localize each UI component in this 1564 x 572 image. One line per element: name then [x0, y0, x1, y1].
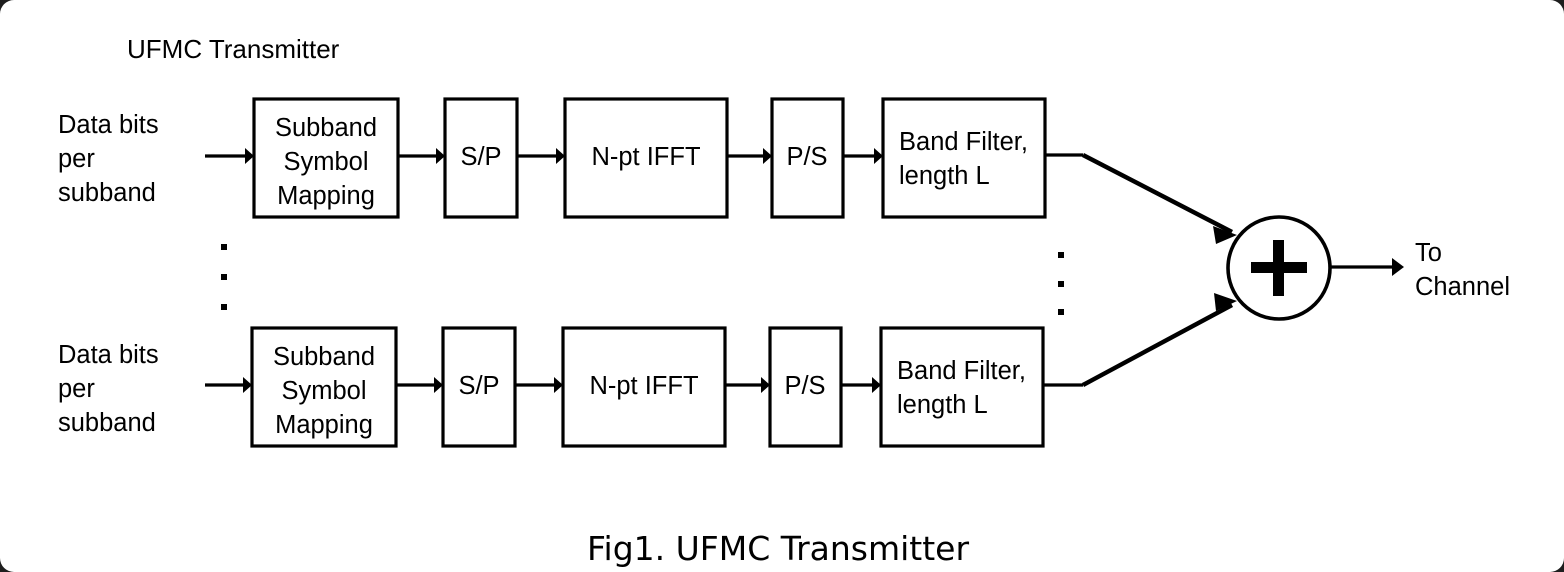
plus-icon [1251, 240, 1307, 296]
right-vertical-ellipsis [1058, 252, 1064, 315]
bottom-block-parallel-to-serial-label: P/S [784, 372, 825, 400]
top-block-subband-symbol-mapping-line-1: Subband [275, 114, 377, 142]
top-block-parallel-to-serial-label: P/S [786, 143, 827, 171]
output-label-line-1: To [1415, 239, 1442, 267]
bottom-arrow-sp-to-ifft [515, 377, 563, 393]
top-arrow-sp-to-ifft [517, 148, 565, 164]
bottom-arrow-mapping-to-sp [396, 377, 443, 393]
top-block-subband-symbol-mapping-line-2: Symbol [283, 148, 368, 176]
top-arrow-ifft-to-ps [727, 148, 772, 164]
top-block-parallel-to-serial[interactable] [770, 97, 845, 219]
bottom-block-n-pt-ifft-label: N-pt IFFT [589, 372, 698, 400]
bottom-input-label-line-2: per [58, 375, 95, 403]
bottom-block-subband-symbol-mapping[interactable] [250, 326, 398, 448]
top-block-subband-symbol-mapping[interactable] [252, 97, 400, 219]
bottom-block-band-filter-line-1: Band Filter, [897, 357, 1026, 385]
top-input-label-line-1: Data bits [58, 111, 159, 139]
bottom-block-band-filter[interactable] [879, 326, 1045, 448]
bottom-block-band-filter-line-2: length L [897, 391, 988, 419]
diagram-title: UFMC Transmitter [127, 34, 340, 64]
bottom-block-subband-symbol-mapping-line-1: Subband [273, 343, 375, 371]
bottom-input-label-line-3: subband [58, 409, 156, 437]
top-block-subband-symbol-mapping-line-3: Mapping [277, 182, 375, 210]
top-wire-to-summer [1045, 153, 1237, 244]
bottom-block-subband-symbol-mapping-line-3: Mapping [275, 411, 373, 439]
left-vertical-ellipsis [221, 244, 227, 310]
bottom-input-label-line-1: Data bits [58, 341, 159, 369]
bottom-arrow-ps-to-bandfilter [841, 377, 881, 393]
top-input-arrow [205, 148, 254, 164]
top-input-label-line-2: per [58, 145, 95, 173]
top-input-label-line-3: subband [58, 179, 156, 207]
top-block-band-filter-line-2: length L [899, 162, 990, 190]
output-arrow [1330, 258, 1404, 276]
top-block-n-pt-ifft-label: N-pt IFFT [591, 143, 700, 171]
bottom-block-serial-to-parallel[interactable] [441, 326, 517, 448]
bottom-input-arrow [205, 377, 252, 393]
bottom-block-subband-symbol-mapping-line-2: Symbol [281, 377, 366, 405]
top-block-serial-to-parallel[interactable] [443, 97, 519, 219]
top-block-band-filter-line-1: Band Filter, [899, 128, 1028, 156]
top-block-serial-to-parallel-label: S/P [460, 143, 501, 171]
figure-caption: Fig1. UFMC Transmitter [587, 529, 970, 568]
top-arrow-mapping-to-sp [398, 148, 445, 164]
top-block-band-filter[interactable] [881, 97, 1047, 219]
top-block-n-pt-ifft[interactable] [563, 97, 729, 219]
top-arrow-ps-to-bandfilter [843, 148, 883, 164]
bottom-block-serial-to-parallel-label: S/P [458, 372, 499, 400]
bottom-block-n-pt-ifft[interactable] [561, 326, 727, 448]
output-label-line-2: Channel [1415, 273, 1510, 301]
bottom-block-parallel-to-serial[interactable] [768, 326, 843, 448]
bottom-wire-to-summer [1043, 293, 1237, 387]
bottom-arrow-ifft-to-ps [725, 377, 770, 393]
